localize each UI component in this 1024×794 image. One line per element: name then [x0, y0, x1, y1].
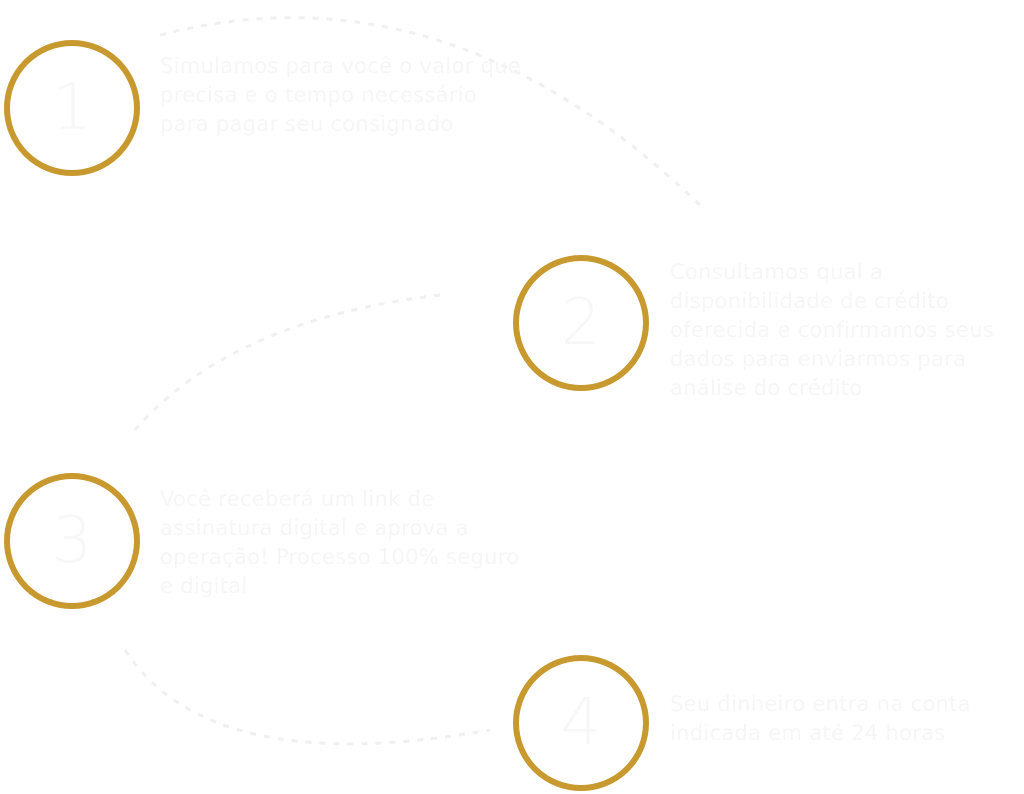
arc-1-2: [159, 16, 707, 212]
step-2-number: 2: [560, 286, 602, 360]
step-3-circle: 3: [4, 473, 140, 609]
step-1-text: Simulamos para você o valor que precisa …: [160, 54, 522, 136]
step-2-text: Consultamos qual a disponibilidade de cr…: [670, 260, 995, 400]
step-4-text: Seu dinheiro entra na conta indicada em …: [670, 692, 971, 745]
step-4-number: 4: [560, 686, 602, 760]
step-3-number: 3: [51, 504, 93, 578]
step-2-circle: 2: [513, 255, 649, 391]
step-1-number: 1: [51, 71, 93, 145]
step-4-circle: 4: [513, 655, 649, 791]
step-3-text: Você receberá um link de assinatura digi…: [160, 487, 520, 598]
arc-3-4: [123, 649, 491, 746]
step-1-circle: 1: [4, 40, 140, 176]
arc-2-3: [133, 293, 441, 431]
